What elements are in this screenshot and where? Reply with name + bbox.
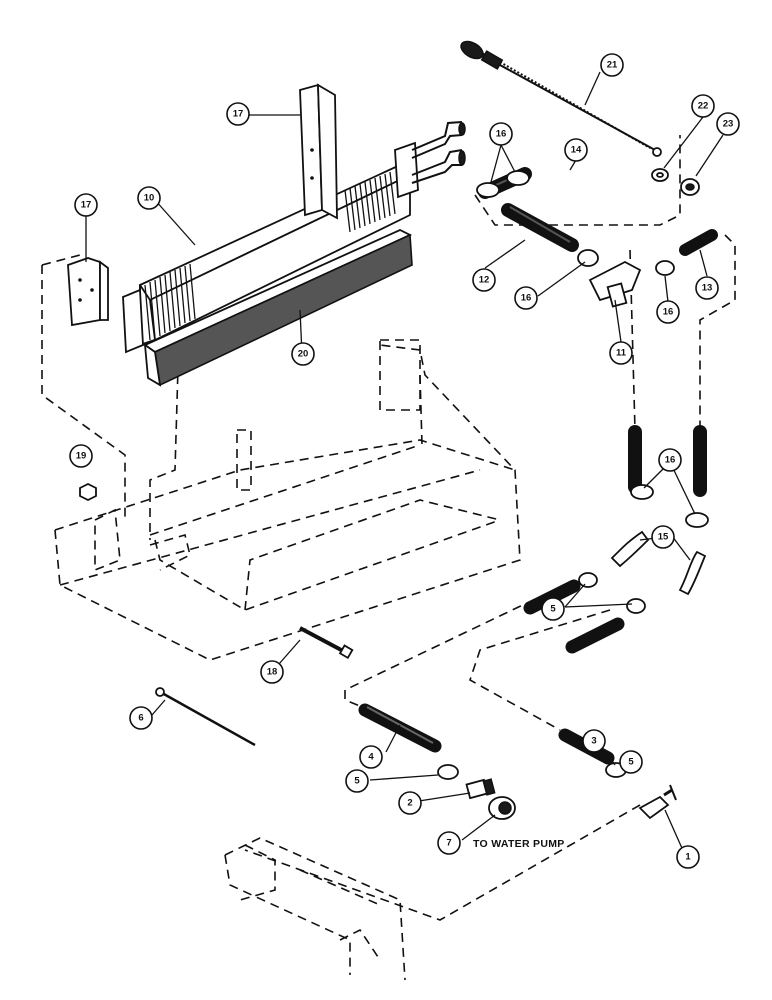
engine-outline xyxy=(224,837,406,981)
svg-text:14: 14 xyxy=(571,145,582,156)
callout-20: 20 xyxy=(291,342,315,366)
tee-fitting xyxy=(588,260,642,308)
callout-7: 7 xyxy=(437,831,461,855)
callout-1: 1 xyxy=(676,845,700,869)
callout-4: 4 xyxy=(359,745,383,769)
washer xyxy=(651,168,669,182)
svg-text:12: 12 xyxy=(479,275,490,286)
svg-text:22: 22 xyxy=(698,101,709,112)
callout-19: 19 xyxy=(69,444,93,468)
hose-upper-2 xyxy=(565,617,625,654)
clamps xyxy=(437,170,709,780)
svg-text:5: 5 xyxy=(550,604,556,615)
elbow-right xyxy=(678,550,707,596)
svg-text:16: 16 xyxy=(665,455,676,466)
callout-15: 15 xyxy=(651,525,675,549)
svg-text:16: 16 xyxy=(521,293,532,304)
callout-5-right: 5 xyxy=(619,750,643,774)
callout-2: 2 xyxy=(398,791,422,815)
drain-valve xyxy=(638,784,677,820)
svg-text:16: 16 xyxy=(663,307,674,318)
foam-strip xyxy=(143,229,413,387)
svg-text:10: 10 xyxy=(144,193,155,204)
callout-16-mid: 16 xyxy=(514,286,538,310)
callout-22: 22 xyxy=(691,94,715,118)
callout-14: 14 xyxy=(564,138,588,162)
hose-13 xyxy=(679,229,718,256)
pump-caption: TO WATER PUMP xyxy=(473,838,565,850)
svg-text:7: 7 xyxy=(446,838,451,849)
callout-16-top: 16 xyxy=(489,122,513,146)
svg-text:16: 16 xyxy=(496,129,507,140)
svg-text:23: 23 xyxy=(723,119,734,130)
nut xyxy=(680,178,700,196)
control-cable xyxy=(460,40,662,157)
svg-text:1: 1 xyxy=(685,852,691,863)
coupling xyxy=(488,796,516,820)
svg-text:17: 17 xyxy=(233,109,244,120)
hex-nut xyxy=(79,482,97,502)
mounting-tray xyxy=(54,339,521,661)
svg-text:13: 13 xyxy=(702,283,713,294)
callout-16-right: 16 xyxy=(656,300,680,324)
callout-12: 12 xyxy=(472,268,496,292)
bolt xyxy=(299,626,354,660)
svg-text:5: 5 xyxy=(628,757,634,768)
routing-lines xyxy=(41,135,736,921)
adapter-fitting xyxy=(465,778,496,800)
svg-text:6: 6 xyxy=(138,713,143,724)
elbow-left xyxy=(610,530,650,568)
callout-11: 11 xyxy=(609,341,633,365)
callout-17-top: 17 xyxy=(226,102,250,126)
callout-5-left: 5 xyxy=(345,769,369,793)
callout-10: 10 xyxy=(137,186,161,210)
svg-text:4: 4 xyxy=(368,752,374,763)
drain-rod xyxy=(155,687,256,747)
callout-6: 6 xyxy=(129,706,153,730)
svg-text:19: 19 xyxy=(76,451,87,462)
hose-4 xyxy=(358,703,442,753)
hose-upper-1 xyxy=(523,579,581,615)
svg-text:15: 15 xyxy=(658,532,669,543)
callout-21: 21 xyxy=(600,53,624,77)
svg-text:5: 5 xyxy=(354,776,360,787)
callout-16-lower: 16 xyxy=(658,448,682,472)
bracket-left xyxy=(67,257,109,327)
svg-text:17: 17 xyxy=(81,200,92,211)
bracket-top xyxy=(299,83,338,220)
svg-text:18: 18 xyxy=(267,667,278,678)
hose-12 xyxy=(501,203,579,252)
callout-3: 3 xyxy=(582,729,606,753)
svg-text:3: 3 xyxy=(591,736,596,747)
oil-cooler xyxy=(122,121,466,354)
svg-text:2: 2 xyxy=(407,798,412,809)
callout-23: 23 xyxy=(716,112,740,136)
svg-text:11: 11 xyxy=(616,348,627,359)
callout-18: 18 xyxy=(260,660,284,684)
svg-text:21: 21 xyxy=(607,60,618,71)
svg-text:20: 20 xyxy=(298,349,309,360)
callout-17-left: 17 xyxy=(74,193,98,217)
callout-5-upper: 5 xyxy=(541,597,565,621)
callout-13: 13 xyxy=(695,276,719,300)
